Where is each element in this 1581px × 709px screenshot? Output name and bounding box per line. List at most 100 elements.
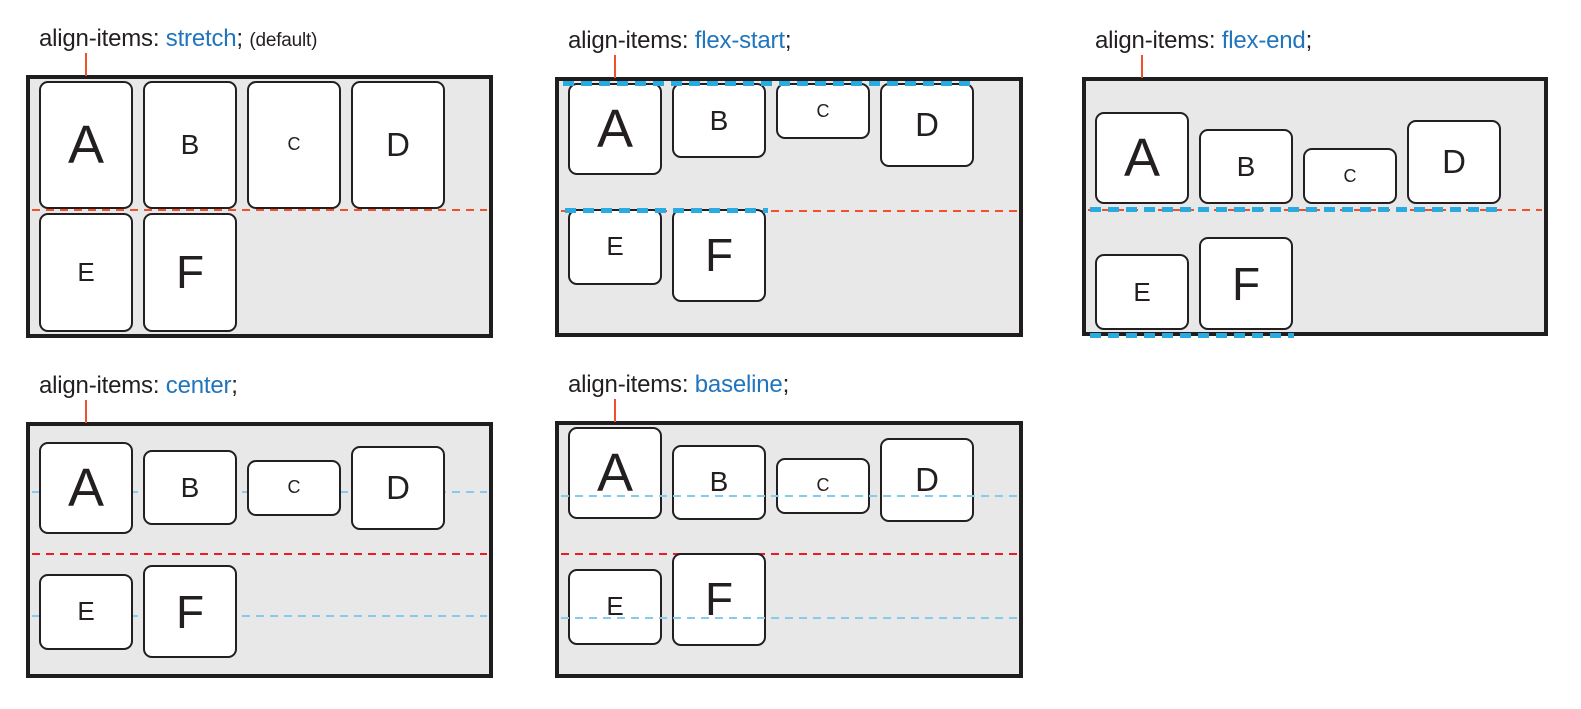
panel-align-items-flex-end: align-items: flex-end; A B C D E F — [1082, 26, 1548, 338]
flex-item-e: E — [568, 208, 662, 285]
flex-item-letter: C — [287, 134, 301, 155]
flex-item-letter: D — [386, 125, 410, 163]
label-terminator: ; — [782, 371, 790, 398]
flex-item-f: F — [1199, 237, 1293, 330]
flex-container: A B C D E F — [555, 399, 1023, 678]
flex-item-c: C — [776, 83, 870, 139]
flex-item-letter: C — [816, 475, 830, 495]
flex-item-d: D — [880, 438, 974, 522]
flex-line-boundary-dashed-line — [561, 210, 1017, 212]
flex-item-c: C — [1303, 148, 1397, 204]
flex-item-letter: E — [606, 591, 624, 621]
flex-item-letter: F — [1231, 257, 1261, 310]
flex-item-f: F — [143, 565, 237, 659]
flex-item-letter: F — [175, 246, 205, 299]
flex-item-a: A — [39, 441, 133, 534]
align-end-dashed-line-row2 — [1090, 333, 1294, 338]
flex-item-letter: E — [77, 596, 95, 627]
panel-align-items-baseline: align-items: baseline; A B C D E F — [555, 370, 1023, 678]
flex-container: A B C D E F — [555, 55, 1023, 337]
flex-item-e: E — [39, 573, 133, 650]
flex-item-d: D — [1407, 120, 1501, 204]
label-value: center — [165, 372, 232, 399]
flex-line-boundary-dashed-line — [561, 553, 1017, 555]
flex-item-b: B — [672, 444, 766, 520]
flex-item-letter: E — [77, 256, 95, 287]
flex-item-e: E — [1095, 254, 1189, 330]
flex-line-boundary-dashed-line — [32, 553, 487, 555]
flex-item-letter: F — [175, 585, 205, 638]
label-value: flex-start — [694, 27, 785, 54]
flex-item-letter: B — [180, 471, 200, 503]
label-suffix: (default) — [249, 30, 318, 51]
flex-item-letter: E — [1133, 276, 1151, 307]
flex-item-a: A — [568, 83, 662, 175]
flex-item-d: D — [880, 83, 974, 167]
flex-item-letter: A — [596, 99, 634, 159]
flex-item-letter: A — [1123, 128, 1161, 188]
flex-item-letter: B — [180, 128, 200, 160]
label-property: align-items: — [39, 25, 160, 52]
flex-item-letter: A — [67, 114, 105, 175]
label-pointer-tick-icon — [85, 53, 87, 76]
panel-title: align-items: baseline; — [555, 370, 1023, 400]
align-start-dashed-line-row2 — [565, 208, 768, 213]
flex-item-d: D — [351, 81, 445, 209]
panel-title: align-items: flex-start; — [555, 26, 1023, 56]
flex-item-letter: B — [709, 104, 729, 136]
flex-item-letter: D — [386, 468, 410, 506]
flex-container: A B C D E F — [26, 400, 493, 678]
label-pointer-tick-icon — [85, 400, 87, 423]
flex-item-f: F — [143, 212, 237, 332]
align-center-dashed-line-row2 — [32, 615, 487, 617]
label-terminator: ; — [784, 27, 792, 54]
flex-item-letter: C — [287, 477, 301, 498]
align-start-dashed-line-row1 — [563, 81, 974, 86]
flex-area: A B C D E F — [559, 81, 1019, 333]
flex-item-d: D — [351, 445, 445, 530]
flex-item-a: A — [568, 427, 662, 519]
flex-item-letter: F — [704, 573, 734, 625]
flex-item-c: C — [776, 457, 870, 514]
label-property: align-items: — [568, 371, 689, 398]
align-end-dashed-line-row1 — [1090, 207, 1501, 212]
label-value: baseline — [694, 371, 783, 398]
label-terminator: ; — [1305, 27, 1313, 54]
panel-title: align-items: flex-end; — [1082, 26, 1548, 56]
flex-item-letter: A — [67, 457, 105, 518]
flex-item-f: F — [672, 552, 766, 646]
label-terminator: ; — [236, 25, 243, 52]
flex-item-b: B — [143, 81, 237, 209]
label-property: align-items: — [1095, 27, 1216, 54]
flex-item-b: B — [1199, 129, 1293, 204]
flex-item-letter: B — [709, 466, 729, 497]
flex-item-letter: D — [915, 106, 939, 143]
label-pointer-tick-icon — [614, 399, 616, 422]
flex-item-letter: B — [1236, 150, 1256, 182]
label-property: align-items: — [568, 27, 689, 54]
baseline-dashed-line-row1 — [561, 495, 1017, 497]
flex-item-b: B — [143, 450, 237, 526]
flex-item-letter: C — [1343, 165, 1357, 186]
flex-item-c: C — [247, 459, 341, 516]
panel-title: align-items: center; — [26, 371, 493, 401]
flex-area: A B C D E F — [559, 425, 1019, 674]
flex-item-letter: D — [915, 461, 939, 498]
flex-item-letter: D — [1442, 143, 1466, 180]
flex-item-a: A — [1095, 112, 1189, 204]
baseline-dashed-line-row2 — [561, 617, 1017, 619]
flex-item-letter: A — [596, 443, 634, 503]
flex-item-e: E — [39, 212, 133, 332]
flex-item-a: A — [39, 81, 133, 209]
flex-area: A B C D E F — [30, 426, 489, 674]
label-terminator: ; — [231, 372, 238, 399]
panel-title: align-items: stretch; (default) — [26, 24, 493, 54]
flex-item-c: C — [247, 81, 341, 209]
flex-item-b: B — [672, 83, 766, 158]
flex-area: A B C D E F — [30, 79, 489, 334]
flex-area: A B C D E F — [1086, 81, 1544, 332]
panel-align-items-center: align-items: center; A B C D E F — [26, 371, 493, 678]
flex-item-letter: C — [816, 100, 830, 121]
flex-item-f: F — [672, 208, 766, 302]
